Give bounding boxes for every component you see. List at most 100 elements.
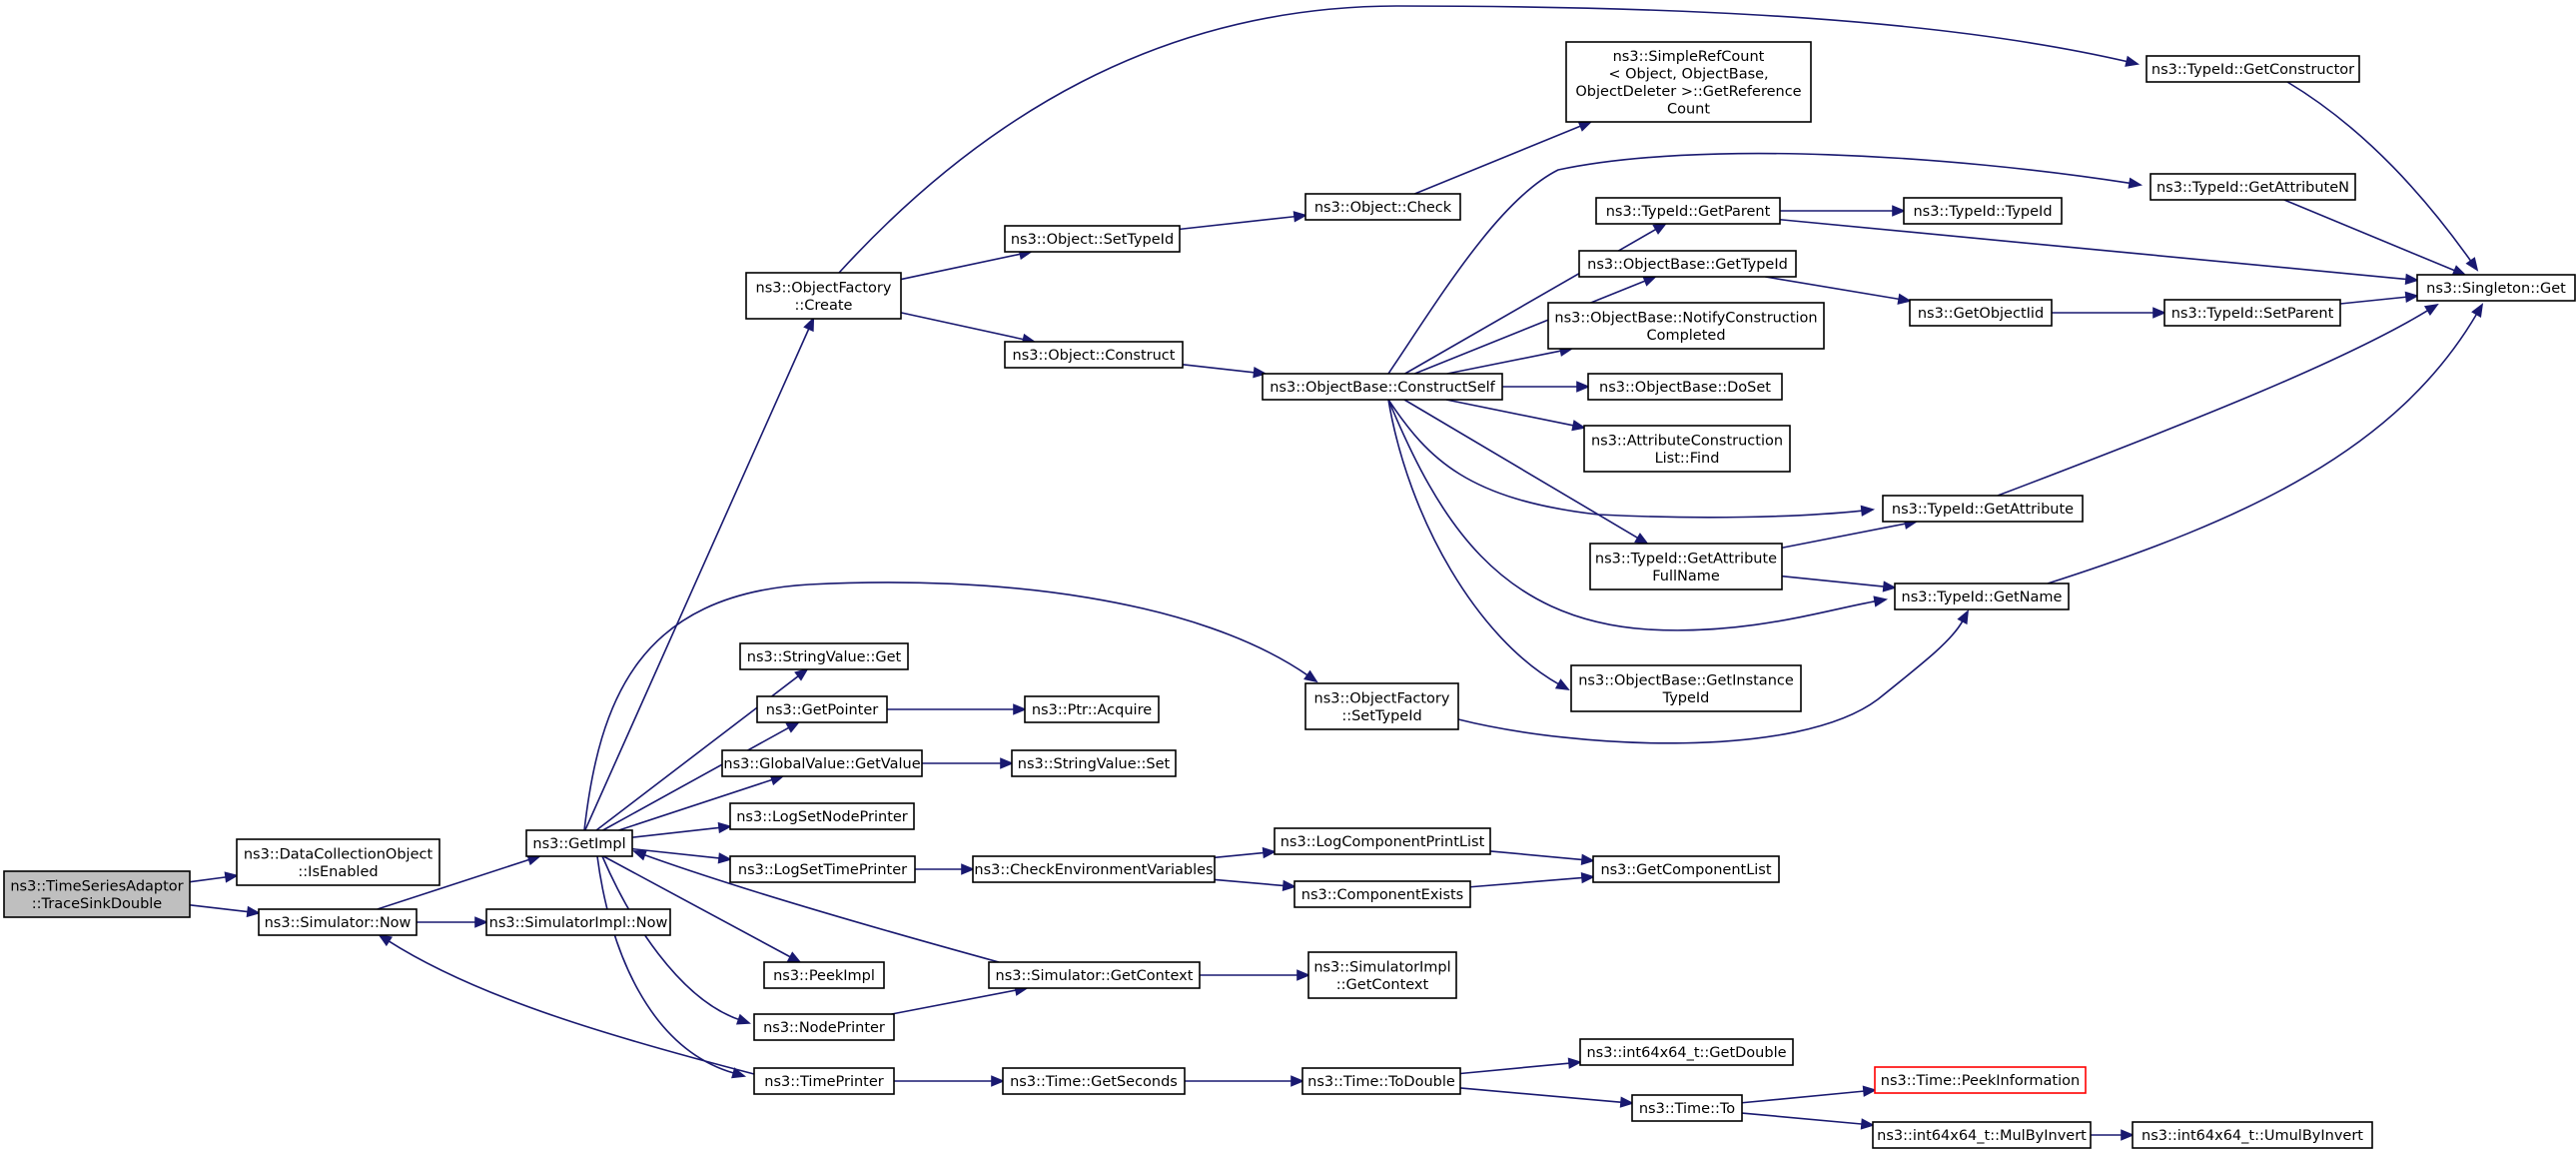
call-edge	[887, 703, 1028, 715]
ns3-time-todouble-node[interactable]: ns3::Time::ToDouble	[1301, 1067, 1461, 1095]
node-box	[756, 695, 888, 723]
node-label: ns3::TypeId::GetAttribute	[1595, 551, 1777, 567]
node-label: ::Create	[795, 298, 853, 314]
node-label: ns3::SimpleRefCount	[1613, 49, 1765, 65]
node-label: ::IsEnabled	[298, 864, 378, 880]
ns3-getimpl-node[interactable]: ns3::GetImpl	[525, 829, 633, 857]
ns3-typeid-setparent-node[interactable]: ns3::TypeId::SetParent	[2163, 299, 2341, 327]
ns3-logsetnodeprinter-node[interactable]: ns3::LogSetNodePrinter	[729, 802, 915, 830]
ns3-objectbase-doset-node[interactable]: ns3::ObjectBase::DoSet	[1587, 373, 1783, 401]
node-label: ns3::ComponentExists	[1301, 887, 1464, 903]
node-box	[753, 1013, 895, 1041]
node-label: ns3::int64x64_t::MulByInvert	[1877, 1128, 2087, 1144]
ns3-getobjectiid-node[interactable]: ns3::GetObjectIid	[1909, 299, 2053, 327]
ns3-typeid-getconstructor-node[interactable]: ns3::TypeId::GetConstructor	[2146, 55, 2360, 83]
node-label: < Object, ObjectBase,	[1608, 66, 1768, 82]
node-box	[1307, 951, 1457, 999]
ns3-typeid-getattribute-node[interactable]: ns3::TypeId::GetAttribute	[1882, 495, 2084, 523]
ns3-typeid-getattributen-node[interactable]: ns3::TypeId::GetAttributeN	[2149, 173, 2356, 201]
call-edge	[1387, 152, 2144, 375]
node-label: ns3::Object::Construct	[1013, 348, 1176, 364]
ns3-objectbase-constructself-node[interactable]: ns3::ObjectBase::ConstructSelf	[1262, 373, 1503, 401]
ns3-logcomponentprintlist-node[interactable]: ns3::LogComponentPrintList	[1274, 827, 1491, 855]
ns3-typeid-getname-node[interactable]: ns3::TypeId::GetName	[1894, 582, 2070, 610]
ns3-ptr-acquire-node[interactable]: ns3::Ptr::Acquire	[1024, 695, 1160, 723]
call-edge	[2286, 81, 2479, 272]
ns3-timeseriesadaptor-tracesinkdouble-node[interactable]: ns3::TimeSeriesAdaptor::TraceSinkDouble	[3, 870, 191, 918]
ns3-object-settypeid-node[interactable]: ns3::Object::SetTypeId	[1004, 225, 1181, 253]
call-edge	[922, 757, 1015, 769]
ns3-componentexists-node[interactable]: ns3::ComponentExists	[1293, 880, 1471, 908]
ns3-typeid-getparent-node[interactable]: ns3::TypeId::GetParent	[1595, 197, 1781, 225]
ns3-objectbase-notifyconstructioncompleted-node[interactable]: ns3::ObjectBase::NotifyConstructionCompl…	[1547, 302, 1825, 350]
call-edge	[1179, 211, 1308, 231]
node-label: ns3::DataCollectionObject	[244, 846, 433, 862]
node-box	[1304, 682, 1459, 730]
ns3-int64x64-mulbyinvert-node[interactable]: ns3::int64x64_t::MulByInvert	[1872, 1121, 2092, 1149]
ns3-int64x64-getdouble-node[interactable]: ns3::int64x64_t::GetDouble	[1579, 1038, 1794, 1066]
ns3-simulator-now-node[interactable]: ns3::Simulator::Now	[258, 908, 418, 936]
node-label: ns3::PeekImpl	[773, 968, 875, 984]
node-box	[236, 838, 440, 886]
ns3-datacollectionobject-isenabled-node[interactable]: ns3::DataCollectionObject::IsEnabled	[236, 838, 440, 886]
call-edge	[2091, 1129, 2136, 1141]
node-label: ns3::TimeSeriesAdaptor	[10, 878, 183, 894]
node-box	[988, 961, 1201, 989]
node-label: ns3::ObjectBase::NotifyConstruction	[1554, 310, 1817, 326]
call-edge	[2052, 307, 2167, 319]
ns3-getcomponentlist-node[interactable]: ns3::GetComponentList	[1592, 855, 1780, 883]
ns3-singleton-get-node[interactable]: ns3::Singleton::Get	[2416, 274, 2576, 302]
ns3-simulator-getcontext-node[interactable]: ns3::Simulator::GetContext	[988, 961, 1201, 989]
node-box	[1565, 41, 1812, 123]
call-edge	[1214, 878, 1297, 892]
ns3-getpointer-node[interactable]: ns3::GetPointer	[756, 695, 888, 723]
ns3-simplerefcount-getreferencecount-node[interactable]: ns3::SimpleRefCount< Object, ObjectBase,…	[1565, 41, 1812, 123]
ns3-timeprinter-node[interactable]: ns3::TimePrinter	[753, 1067, 895, 1095]
ns3-simulatorimpl-getcontext-node[interactable]: ns3::SimulatorImpl::GetContext	[1307, 951, 1457, 999]
node-label: TypeId	[1662, 690, 1710, 706]
call-edge	[1741, 1112, 1876, 1130]
ns3-peekimpl-node[interactable]: ns3::PeekImpl	[763, 961, 885, 989]
call-edge	[838, 5, 2141, 274]
ns3-time-peekinformation-node[interactable]: ns3::Time::PeekInformation	[1874, 1066, 2087, 1094]
node-box	[1293, 880, 1471, 908]
node-box	[739, 642, 909, 670]
ns3-time-getseconds-node[interactable]: ns3::Time::GetSeconds	[1002, 1067, 1186, 1095]
node-box	[1570, 664, 1802, 712]
ns3-globalvalue-getvalue-node[interactable]: ns3::GlobalValue::GetValue	[721, 749, 923, 777]
ns3-checkenvironmentvariables-node[interactable]: ns3::CheckEnvironmentVariables	[972, 855, 1216, 883]
ns3-object-construct-node[interactable]: ns3::Object::Construct	[1004, 341, 1184, 369]
node-label: ns3::ObjectFactory	[1314, 690, 1450, 706]
node-box	[1595, 197, 1781, 225]
node-box	[1874, 1066, 2087, 1094]
node-box	[721, 749, 923, 777]
ns3-typeid-typeid-node[interactable]: ns3::TypeId::TypeId	[1903, 197, 2063, 225]
ns3-nodeprinter-node[interactable]: ns3::NodePrinter	[753, 1013, 895, 1041]
node-label: ns3::Ptr::Acquire	[1032, 702, 1152, 718]
ns3-stringvalue-set-node[interactable]: ns3::StringValue::Set	[1011, 749, 1177, 777]
ns3-objectfactory-settypeid-node[interactable]: ns3::ObjectFactory::SetTypeId	[1304, 682, 1459, 730]
ns3-simulatorimpl-now-node[interactable]: ns3::SimulatorImpl::Now	[485, 908, 671, 936]
node-box	[1592, 855, 1780, 883]
call-edge	[891, 984, 1029, 1015]
node-label: ns3::TimePrinter	[764, 1074, 884, 1090]
node-label: ns3::NodePrinter	[763, 1020, 885, 1036]
call-edge	[915, 863, 976, 875]
ns3-objectbase-gettypeid-node[interactable]: ns3::ObjectBase::GetTypeId	[1578, 250, 1797, 278]
node-label: ns3::int64x64_t::UmulByInvert	[2142, 1128, 2363, 1144]
ns3-int64x64-umulbyinvert-node[interactable]: ns3::int64x64_t::UmulByInvert	[2132, 1121, 2373, 1149]
node-label: ns3::Time::GetSeconds	[1010, 1074, 1178, 1090]
ns3-objectfactory-create-node[interactable]: ns3::ObjectFactory::Create	[745, 272, 902, 320]
call-edge	[1781, 518, 1919, 550]
ns3-logsettimeprinter-node[interactable]: ns3::LogSetTimePrinter	[729, 855, 916, 883]
ns3-stringvalue-get-node[interactable]: ns3::StringValue::Get	[739, 642, 909, 670]
ns3-time-to-node[interactable]: ns3::Time::To	[1631, 1094, 1743, 1122]
node-box	[1894, 582, 2070, 610]
call-edge	[900, 248, 1034, 281]
ns3-object-check-node[interactable]: ns3::Object::Check	[1304, 193, 1461, 221]
node-label: ns3::SimulatorImpl	[1313, 959, 1450, 975]
node-label: ns3::LogSetNodePrinter	[736, 809, 908, 825]
